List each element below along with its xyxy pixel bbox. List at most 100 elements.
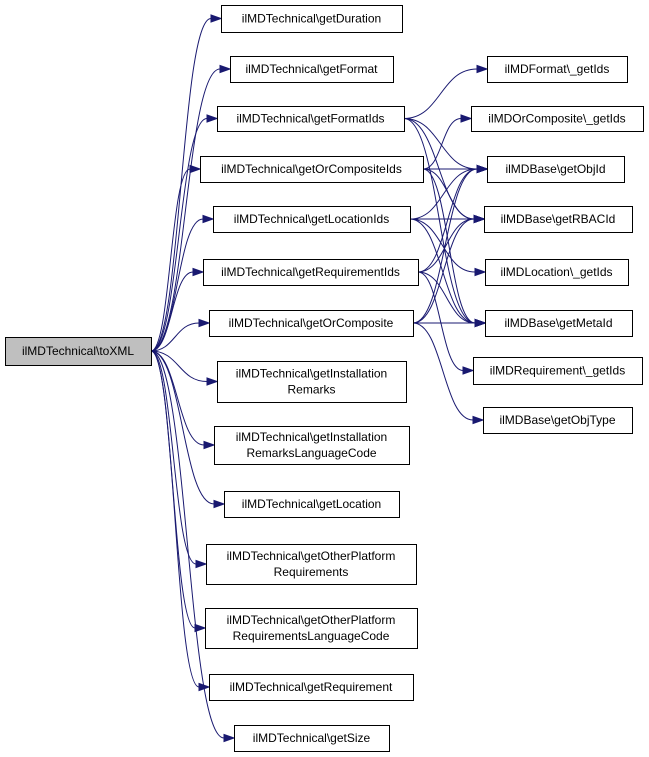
node-label-get-obj-type: ilMDBase\getObjType (499, 413, 615, 427)
node-label-get-obj-id: ilMDBase\getObjId (505, 162, 605, 176)
node-get-size[interactable]: ilMDTechnical\getSize (234, 725, 390, 752)
node-label-get-other-platform-requirements-language-code-line-2: RequirementsLanguageCode (233, 629, 390, 643)
node-label-get-installation-remarks-language-code-line-1: ilMDTechnical\getInstallation (236, 430, 387, 444)
edge-get-requirement-ids-to-get-meta-id (417, 271, 476, 324)
node-get-obj-type[interactable]: ilMDBase\getObjType (483, 407, 633, 434)
node-box-location-get-ids (485, 259, 629, 286)
node-label-get-or-composite-ids: ilMDTechnical\getOrCompositeIds (221, 162, 402, 176)
node-box-or-composite-get-ids (471, 106, 644, 132)
node-box-get-duration (221, 5, 403, 33)
node-get-requirement[interactable]: ilMDTechnical\getRequirement (209, 674, 414, 701)
node-box-get-requirement-ids (203, 259, 419, 286)
arrowhead-get-location (213, 499, 226, 509)
node-get-format-ids[interactable]: ilMDTechnical\getFormatIds (217, 106, 405, 132)
edge-root-to-get-or-composite (150, 322, 200, 352)
node-layer: ilMDTechnical\toXML ilMDTechnical\getDura… (5, 5, 644, 752)
node-label-get-other-platform-requirements-language-code-line-1: ilMDTechnical\getOtherPlatform (227, 613, 396, 627)
node-get-or-composite[interactable]: ilMDTechnical\getOrComposite (209, 310, 414, 337)
node-get-other-platform-requirements[interactable]: ilMDTechnical\getOtherPlatformRequiremen… (206, 544, 417, 585)
arrowhead-get-obj-id (476, 164, 489, 174)
edge-root-to-get-location (150, 350, 215, 505)
node-label-get-format-ids: ilMDTechnical\getFormatIds (236, 112, 384, 126)
arrowhead-location-get-ids (474, 267, 487, 277)
node-label-get-installation-remarks-language-code-line-2: RemarksLanguageCode (246, 446, 376, 460)
edge-root-to-get-size (150, 350, 225, 739)
node-or-composite-get-ids[interactable]: ilMDOrComposite\_getIds (471, 106, 644, 132)
node-label-or-composite-get-ids: ilMDOrComposite\_getIds (488, 112, 625, 126)
arrowhead-get-format-ids (206, 114, 219, 123)
node-label-get-requirement: ilMDTechnical\getRequirement (230, 680, 393, 694)
node-box-get-requirement (209, 674, 414, 701)
node-box-get-location-ids (213, 206, 411, 233)
node-get-or-composite-ids[interactable]: ilMDTechnical\getOrCompositeIds (200, 156, 424, 183)
node-get-obj-id[interactable]: ilMDBase\getObjId (487, 156, 625, 183)
arrowhead-get-other-platform-requirements-language-code (194, 623, 207, 633)
arrowhead-get-rbacid (473, 214, 486, 224)
arrowhead-get-obj-type (472, 415, 485, 425)
arrowhead-get-or-composite-ids (189, 164, 202, 174)
edge-get-format-ids-to-get-meta-id (403, 118, 476, 324)
arrowhead-get-duration (210, 14, 223, 23)
node-get-format[interactable]: ilMDTechnical\getFormat (230, 56, 394, 83)
node-root[interactable]: ilMDTechnical\toXML (5, 337, 152, 366)
node-box-root (5, 337, 152, 366)
edge-get-or-composite-to-get-rbacid (412, 218, 475, 324)
arrowhead-get-location-ids (202, 214, 215, 224)
edge-get-or-composite-ids-to-or-composite-get-ids (422, 118, 462, 170)
arrowhead-requirement-get-ids (462, 366, 475, 375)
node-get-installation-remarks-language-code[interactable]: ilMDTechnical\getInstallationRemarksLang… (214, 426, 410, 465)
node-requirement-get-ids[interactable]: ilMDRequirement\_getIds (473, 357, 643, 385)
arrowhead-get-requirement-ids (192, 267, 205, 277)
node-label-get-requirement-ids: ilMDTechnical\getRequirementIds (221, 265, 400, 279)
node-box-get-meta-id (485, 310, 633, 337)
edge-get-location-ids-to-location-get-ids (409, 218, 476, 273)
edge-root-to-get-location-ids (150, 218, 204, 352)
edge-root-to-get-requirement (150, 350, 200, 688)
node-label-get-location: ilMDTechnical\getLocation (242, 497, 381, 511)
node-get-meta-id[interactable]: ilMDBase\getMetaId (485, 310, 633, 337)
edge-get-or-composite-to-get-obj-id (412, 168, 478, 324)
arrowhead-get-other-platform-requirements (195, 559, 208, 569)
node-get-location-ids[interactable]: ilMDTechnical\getLocationIds (213, 206, 411, 233)
edge-root-to-get-format (150, 68, 221, 352)
node-box-get-size (234, 725, 390, 752)
arrowhead-get-format (219, 64, 232, 74)
node-label-get-or-composite: ilMDTechnical\getOrComposite (229, 316, 394, 330)
node-label-format-get-ids: ilMDFormat\_getIds (505, 62, 610, 76)
node-label-get-location-ids: ilMDTechnical\getLocationIds (234, 212, 389, 226)
node-box-get-or-composite-ids (200, 156, 424, 183)
edge-get-format-ids-to-format-get-ids (403, 68, 478, 119)
node-label-get-other-platform-requirements-line-1: ilMDTechnical\getOtherPlatform (227, 549, 396, 563)
node-box-get-format-ids (217, 106, 405, 132)
node-label-get-rbacid: ilMDBase\getRBACId (501, 212, 616, 226)
node-get-location[interactable]: ilMDTechnical\getLocation (224, 491, 400, 518)
node-get-duration[interactable]: ilMDTechnical\getDuration (221, 5, 403, 33)
arrowhead-get-installation-remarks (206, 377, 219, 386)
edge-root-to-get-installation-remarks (150, 350, 208, 382)
node-label-get-format: ilMDTechnical\getFormat (245, 62, 378, 76)
node-get-other-platform-requirements-language-code[interactable]: ilMDTechnical\getOtherPlatformRequiremen… (205, 608, 418, 649)
node-get-requirement-ids[interactable]: ilMDTechnical\getRequirementIds (203, 259, 419, 286)
node-box-get-rbacid (484, 206, 633, 233)
node-label-get-installation-remarks-line-2: Remarks (287, 383, 335, 397)
node-location-get-ids[interactable]: ilMDLocation\_getIds (485, 259, 629, 286)
node-label-location-get-ids: ilMDLocation\_getIds (500, 265, 612, 279)
edge-root-to-get-or-composite-ids (150, 168, 191, 352)
node-label-get-duration: ilMDTechnical\getDuration (242, 12, 381, 26)
node-label-get-meta-id: ilMDBase\getMetaId (504, 316, 612, 330)
node-format-get-ids[interactable]: ilMDFormat\_getIds (487, 56, 628, 83)
edge-get-or-composite-ids-to-get-rbacid (422, 168, 475, 220)
edge-root-to-get-format-ids (150, 118, 208, 352)
node-label-get-installation-remarks-line-1: ilMDTechnical\getInstallation (236, 367, 387, 381)
node-box-get-other-platform-requirements-language-code (205, 608, 418, 649)
edge-get-or-composite-ids-to-get-meta-id (422, 168, 476, 324)
node-label-requirement-get-ids: ilMDRequirement\_getIds (490, 364, 625, 378)
arrowhead-get-or-composite (198, 318, 211, 328)
node-box-get-installation-remarks-language-code (214, 426, 410, 465)
node-box-requirement-get-ids (473, 357, 643, 385)
node-label-get-size: ilMDTechnical\getSize (253, 731, 371, 745)
node-get-rbacid[interactable]: ilMDBase\getRBACId (484, 206, 633, 233)
arrowhead-get-installation-remarks-language-code (203, 440, 216, 450)
